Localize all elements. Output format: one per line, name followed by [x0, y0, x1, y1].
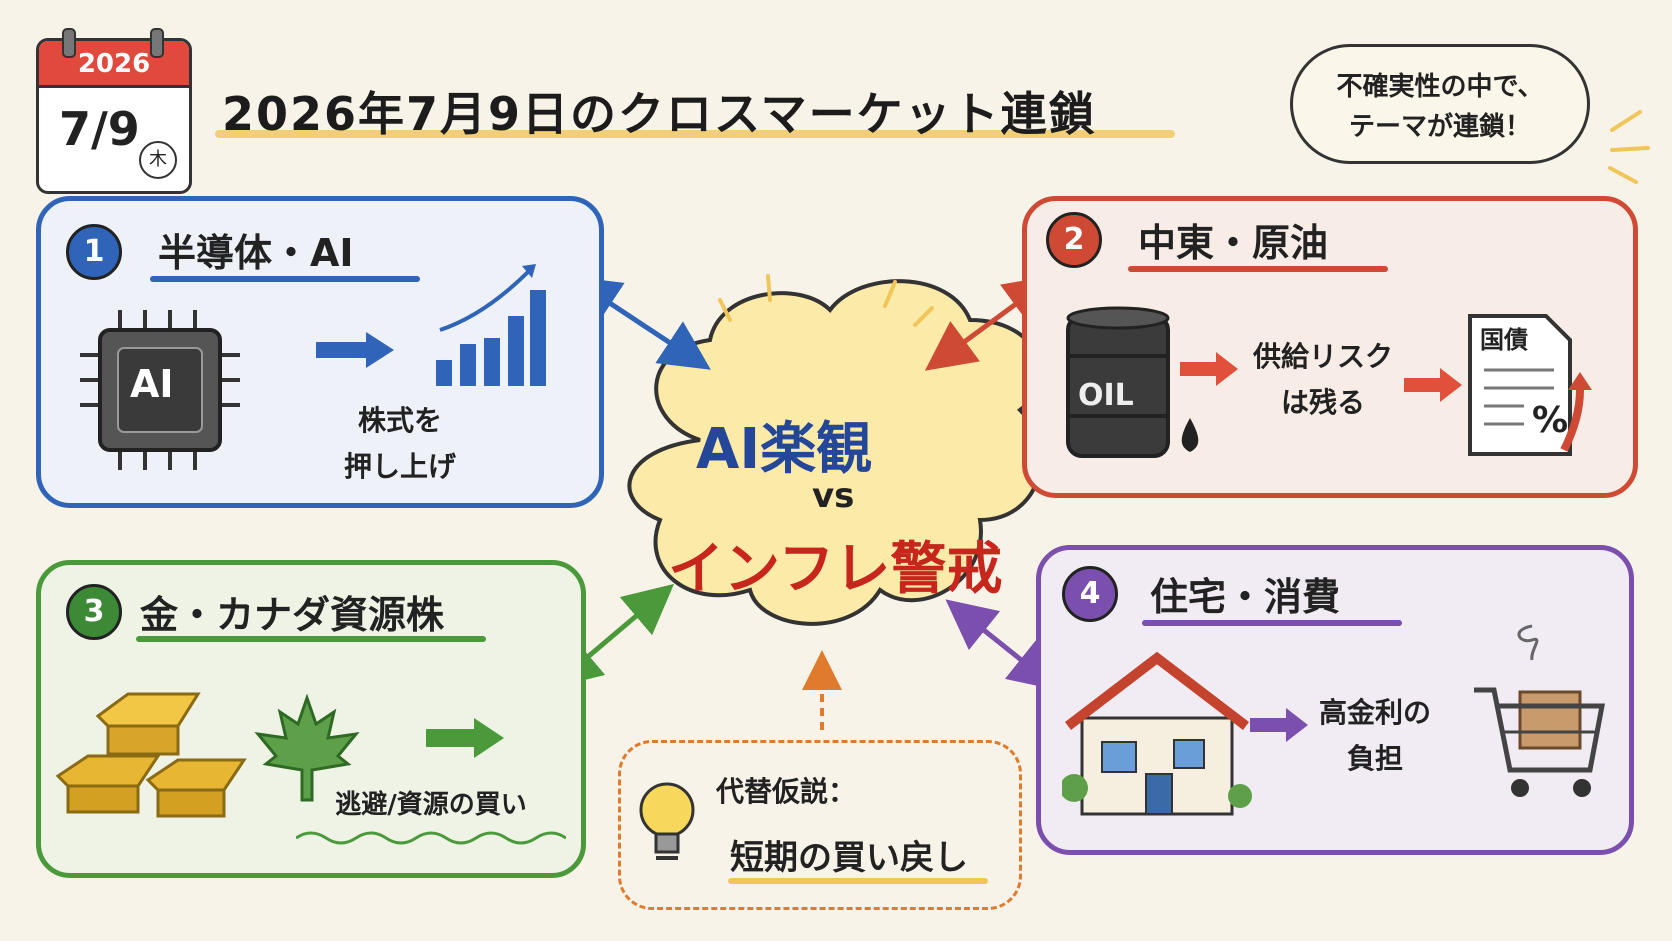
panel4-title-underline: [1142, 620, 1402, 626]
bond-doc-title: 国債: [1480, 326, 1528, 354]
chip-label: AI: [130, 362, 174, 406]
bubble-sparkles: [1608, 110, 1650, 184]
lightbulb-icon: [639, 782, 695, 860]
panel2-caption: 供給リスク は残る: [1252, 340, 1393, 419]
house-icon: [1062, 651, 1252, 816]
page-title: 2026年7月9日のクロスマーケット連鎖: [222, 87, 1097, 141]
panel2-number: 2: [1046, 212, 1102, 268]
calendar-weekday: 木: [139, 141, 177, 179]
bar-chart-up-icon: [436, 264, 546, 386]
speech-bubble: 不確実性の中で、 テーマが連鎖！: [1290, 44, 1590, 164]
panel3-title: 金・カナダ資源株: [140, 593, 445, 637]
calendar-ring-right: [150, 28, 164, 58]
chip-icon: [80, 310, 240, 470]
panel3-caption: 逃避/資源の買い: [335, 790, 527, 820]
panel3-number: 3: [66, 584, 122, 640]
panel1-title: 半導体・AI: [158, 231, 354, 275]
calendar-date: 7/9: [59, 102, 140, 156]
center-vs: vs: [812, 476, 855, 516]
bond-doc-symbol: %: [1532, 400, 1569, 441]
bond-document-icon: [1468, 314, 1592, 456]
panel1-caption: 株式を 押し上げ: [343, 404, 456, 483]
arrow-p1-center: [569, 276, 711, 370]
bubble-line1: 不確実性の中で、: [1336, 72, 1544, 102]
arrow-p4-center: [945, 599, 1060, 691]
panel4-caption: 高金利の 負担: [1318, 696, 1431, 775]
center-top-text: AI楽観: [696, 417, 873, 482]
alternative-label: 代替仮説：: [716, 775, 857, 808]
arrow-right-icon: [1180, 352, 1238, 386]
title-underline: [215, 130, 1175, 138]
arrow-right-icon: [426, 718, 504, 758]
arrow-right-icon: [1404, 368, 1462, 402]
bubble-line2: テーマが連鎖！: [1348, 112, 1531, 142]
gold-bars-icon: [55, 692, 247, 818]
panel2-title-underline: [1128, 266, 1388, 272]
arrow-right-icon: [1250, 708, 1308, 742]
alternative-hypothesis-box: [618, 740, 1022, 910]
panel1-number: 1: [66, 224, 122, 280]
alternative-underline: [728, 878, 988, 884]
panel3-title-underline: [136, 636, 486, 642]
shopping-cart-icon: [1474, 624, 1606, 797]
calendar-icon: 2026 7/9 木: [36, 38, 192, 194]
arrow-p2-center: [924, 275, 1056, 371]
calendar-ring-left: [62, 28, 76, 58]
arrow-right-icon: [316, 332, 394, 368]
center-bottom-text: インフレ警戒: [668, 537, 1003, 602]
panel4-title: 住宅・消費: [1150, 575, 1341, 619]
panel4-number: 4: [1062, 566, 1118, 622]
maple-leaf-icon: [254, 694, 360, 802]
wavy-underline: [296, 831, 566, 845]
oil-barrel-icon: [1066, 306, 1199, 458]
panel2-title: 中東・原油: [1138, 221, 1329, 265]
panel1-title-underline: [150, 276, 420, 282]
barrel-label: OIL: [1078, 378, 1134, 413]
alternative-text: 短期の買い戻し: [730, 838, 968, 878]
